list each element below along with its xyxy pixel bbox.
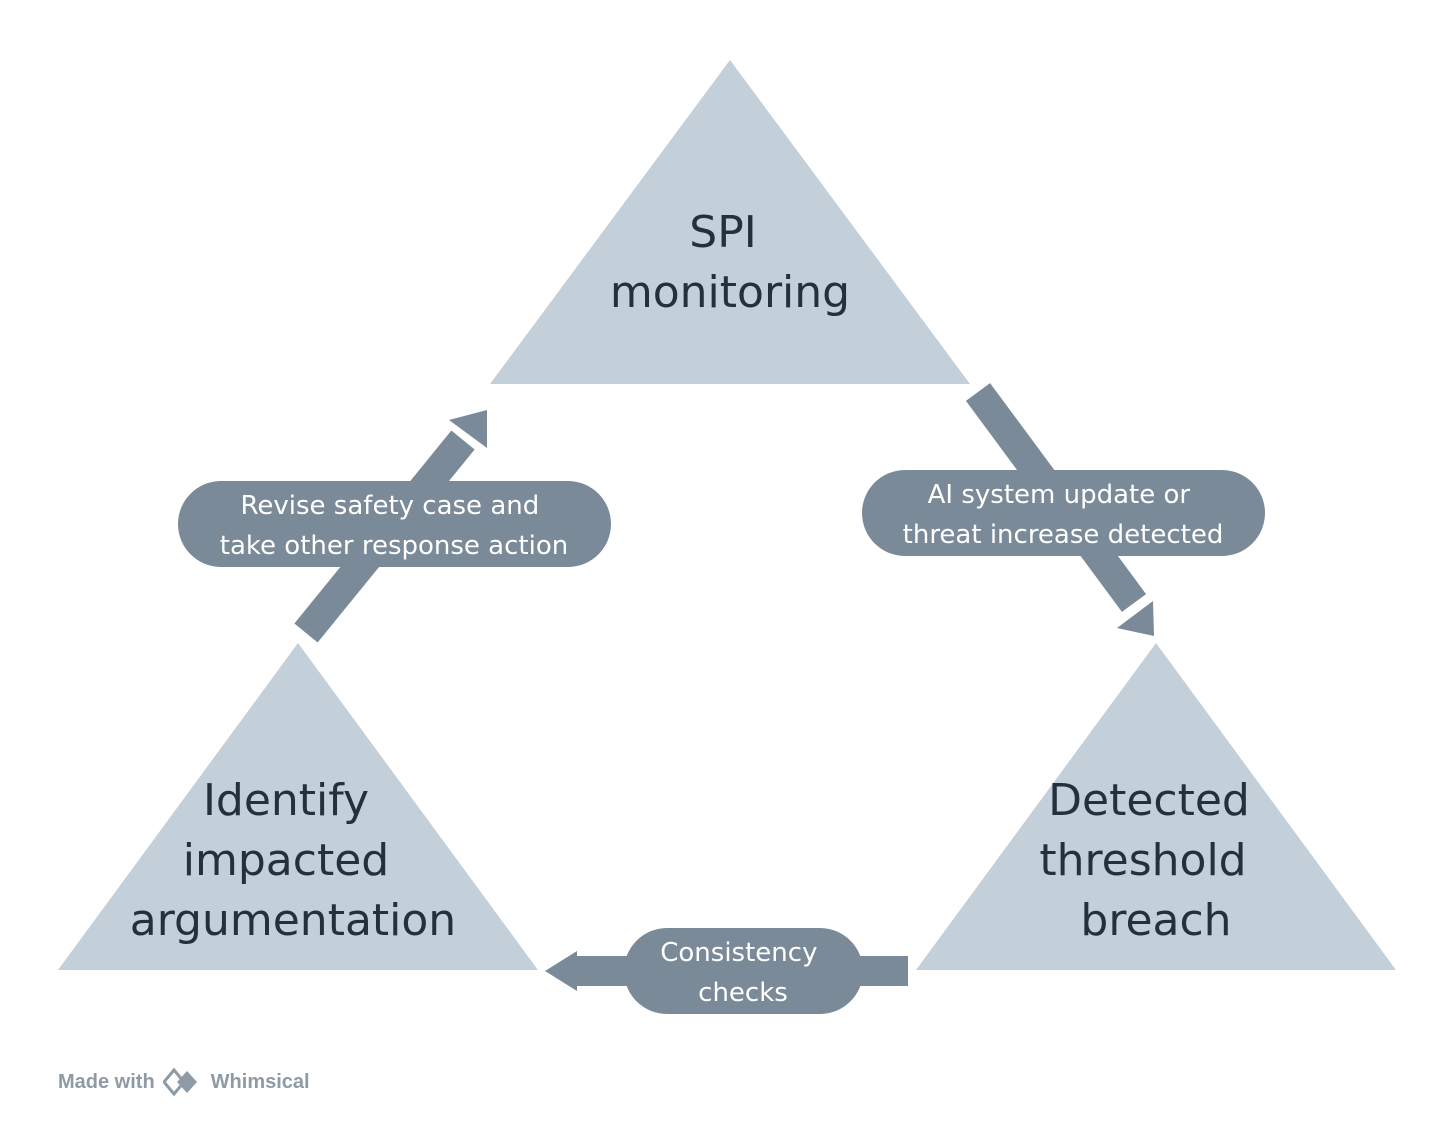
edge-left-to-top-line: take other response action: [220, 531, 568, 561]
edge-right-to-left-line: Consistency: [660, 938, 817, 968]
made-with-whimsical-footer[interactable]: Made with Whimsical: [58, 1066, 310, 1098]
node-identify-argumentation-line: impacted: [183, 835, 389, 886]
edge-left-to-top-pill[interactable]: [178, 481, 611, 567]
node-identify-argumentation-shape[interactable]: [58, 643, 538, 970]
node-spi-monitoring-line: monitoring: [610, 267, 850, 318]
node-spi-monitoring-shape[interactable]: [490, 60, 970, 384]
node-spi-monitoring-label: SPI monitoring: [610, 207, 850, 318]
made-with-label: Made with: [58, 1070, 155, 1093]
node-identify-argumentation-line: Identify: [203, 775, 369, 826]
node-threshold-breach-line: Detected: [1048, 775, 1250, 826]
node-identify-argumentation-label: Identify impacted argumentation: [130, 775, 456, 946]
edge-right-to-left-label: Consistency checks: [660, 938, 825, 1008]
edge-top-to-right-line: AI system update or: [928, 480, 1191, 510]
node-threshold-breach-shape[interactable]: [916, 643, 1396, 970]
node-spi-monitoring-line: SPI: [689, 207, 756, 258]
arrow-right-to-left-head: [545, 951, 577, 991]
edge-right-to-left-line: checks: [698, 978, 788, 1008]
arrow-top-to-right-head: [1117, 601, 1154, 636]
edge-left-to-top-line: Revise safety case and: [241, 491, 540, 521]
edge-right-to-left-pill[interactable]: [624, 928, 863, 1014]
whimsical-brand-label: Whimsical: [210, 1070, 310, 1093]
node-threshold-breach-label: Detected threshold breach: [1039, 775, 1263, 946]
edge-top-to-right-pill[interactable]: [862, 470, 1265, 556]
node-threshold-breach-line: breach: [1080, 895, 1231, 946]
edge-left-to-top-label: Revise safety case and take other respon…: [220, 491, 568, 561]
whimsical-logo-icon: [162, 1067, 197, 1097]
node-identify-argumentation-line: argumentation: [130, 895, 456, 946]
arrow-left-to-top-head: [449, 410, 487, 448]
node-threshold-breach-line: threshold: [1039, 835, 1246, 886]
edge-top-to-right-label: AI system update or threat increase dete…: [903, 480, 1224, 550]
edge-top-to-right-line: threat increase detected: [903, 520, 1224, 550]
